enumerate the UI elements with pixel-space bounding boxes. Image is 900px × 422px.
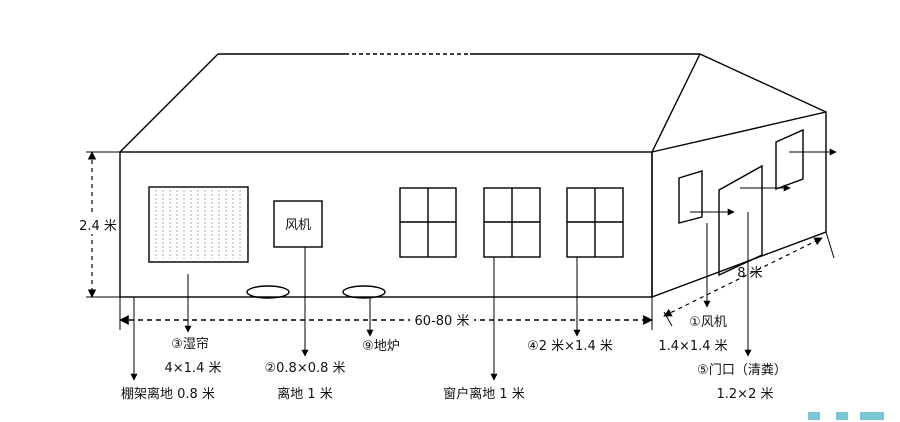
- front-wall: [119, 151, 653, 298]
- window-height-label: 窗户离地 1 米: [443, 386, 525, 402]
- rack-height-label: 棚架离地 0.8 米: [121, 386, 215, 402]
- width-dimension: [663, 237, 823, 317]
- wet-curtain-size: 4×1.4 米: [165, 361, 222, 376]
- end-door-label: ⑤门口（清粪）: [697, 363, 787, 378]
- floor-stove-label: ⑨地炉: [362, 339, 400, 354]
- height-label: 2.4 米: [79, 219, 117, 234]
- fan-window-height-label: 离地 1 米: [277, 386, 333, 402]
- fan-window-label: 风机: [285, 218, 311, 233]
- end-fan-size: 1.4×1.4 米: [658, 339, 727, 354]
- end-fan-upper: [775, 128, 804, 191]
- window-1: [399, 187, 457, 258]
- window-3: [566, 187, 624, 258]
- fan-window: [273, 200, 323, 248]
- floor-stove-2: [342, 285, 386, 299]
- end-fan-label: ①风机: [689, 315, 727, 330]
- roof: [119, 53, 827, 153]
- end-fan-left: [678, 170, 703, 224]
- window-size-label: ④2 米×1.4 米: [527, 339, 613, 354]
- corner-watermark: [808, 412, 884, 420]
- end-door-size: 1.2×2 米: [717, 387, 774, 402]
- end-door: [718, 164, 763, 277]
- floor-stove-1: [246, 285, 290, 299]
- wet-curtain-label: ③湿帘: [171, 336, 209, 352]
- window-2: [483, 187, 541, 258]
- wet-curtain: [148, 186, 249, 263]
- width-label: 8 米: [737, 266, 762, 281]
- length-label: 60-80 米: [415, 314, 470, 329]
- fan-window-size-label: ②0.8×0.8 米: [264, 361, 345, 376]
